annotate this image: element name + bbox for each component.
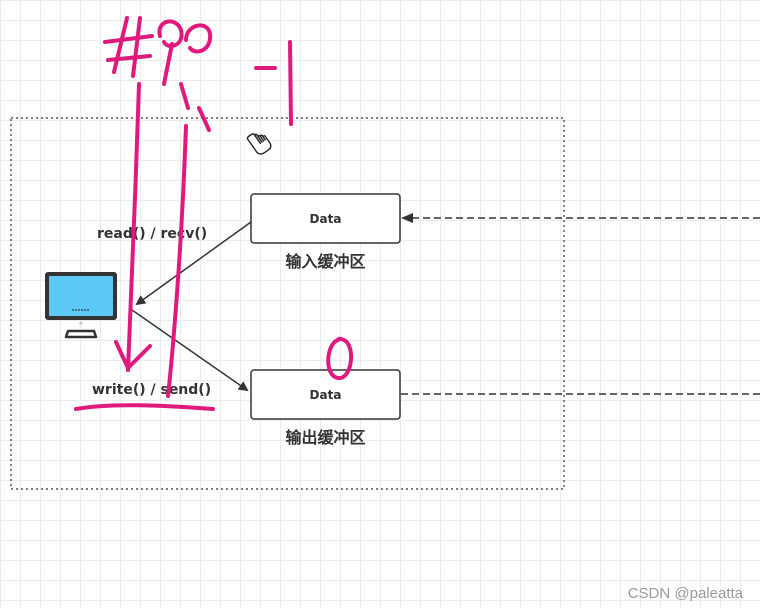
scribble-f-top — [157, 19, 184, 48]
output-buffer-caption: 输出缓冲区 — [285, 428, 365, 447]
input-buffer: Data 输入缓冲区 — [250, 193, 401, 271]
scribble-hash-stroke-4 — [106, 54, 152, 62]
scribble-hash-stroke-3 — [103, 34, 154, 44]
scribble-hash-stroke-1 — [112, 16, 129, 74]
scribble-long-stroke-1 — [126, 82, 141, 372]
csdn-watermark: CSDN @paleatta — [628, 585, 744, 602]
input-buffer-box — [250, 193, 401, 244]
write-send-label: write() / send() — [92, 382, 211, 398]
scribble-one — [288, 40, 293, 126]
scribble-f-loop — [184, 23, 213, 54]
output-buffer-box — [250, 369, 401, 420]
output-buffer: Data 输出缓冲区 — [250, 369, 401, 447]
network-in-arrowhead — [401, 213, 413, 223]
scribble-f-stem — [162, 42, 174, 86]
scribble-tail-2 — [197, 106, 211, 132]
read-recv-label: read() / recv() — [97, 226, 207, 242]
handwritten-annotations — [74, 16, 354, 411]
read-arrow — [135, 221, 252, 306]
scribble-underline — [74, 403, 215, 411]
scribble-down-arrow — [114, 340, 152, 370]
input-buffer-caption: 输入缓冲区 — [285, 252, 365, 271]
scribble-long-stroke-2 — [166, 124, 188, 398]
hand-cursor-icon — [246, 133, 272, 155]
desktop-computer-icon — [45, 272, 117, 339]
output-buffer-data-text: Data — [310, 388, 342, 402]
write-arrow — [131, 309, 249, 392]
scribble-tail-1 — [179, 82, 190, 110]
scribble-zero — [326, 336, 354, 380]
scribble-hash-stroke-2 — [131, 16, 142, 78]
input-buffer-data-text: Data — [310, 212, 342, 226]
system-boundary — [10, 117, 565, 490]
